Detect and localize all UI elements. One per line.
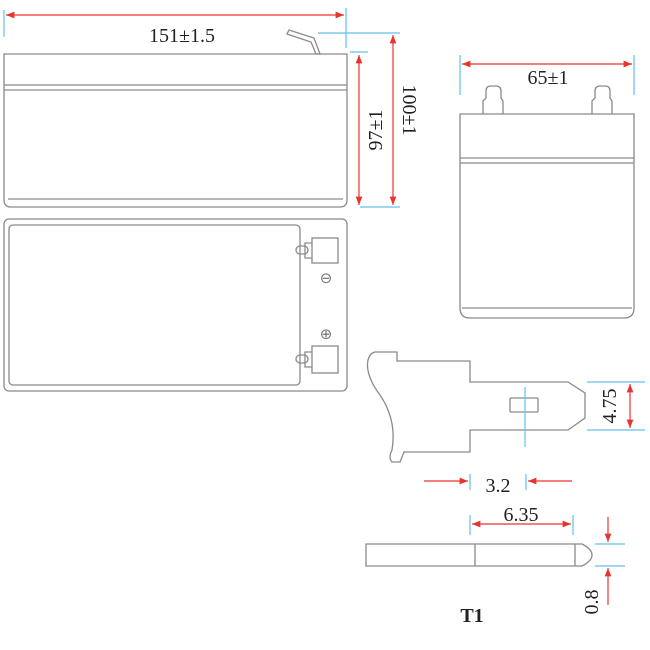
- side-terminal-left: [482, 85, 504, 114]
- side-terminal-right: [591, 85, 613, 114]
- positive-terminal: [295, 345, 339, 374]
- terminal-width-dimension: 4.75: [599, 389, 621, 424]
- terminal-thickness-dimension: 0.8: [581, 590, 603, 615]
- negative-symbol-icon: ⊖: [320, 269, 333, 287]
- top-view: ⊖ ⊕: [3, 218, 348, 392]
- width-dimension: 65±1: [528, 67, 569, 89]
- terminal-pin: [365, 543, 593, 567]
- terminal-label: T1: [460, 605, 483, 627]
- hole-offset-dimension: 3.2: [486, 475, 511, 497]
- length-dimension: 151±1.5: [149, 25, 215, 47]
- side-view: 65±1: [459, 55, 635, 319]
- positive-symbol-icon: ⊕: [320, 325, 333, 343]
- terminal-detail: 4.75 3.2 6.35 0.8 T1: [365, 351, 645, 627]
- container-height-dimension: 97±1: [365, 110, 387, 151]
- negative-terminal: [295, 237, 339, 264]
- terminal-length-dimension: 6.35: [504, 504, 539, 526]
- total-height-dimension: 100±1: [398, 85, 420, 136]
- front-view: 151±1.5 97±1 100±1: [3, 8, 420, 208]
- terminal-wire: [286, 29, 321, 55]
